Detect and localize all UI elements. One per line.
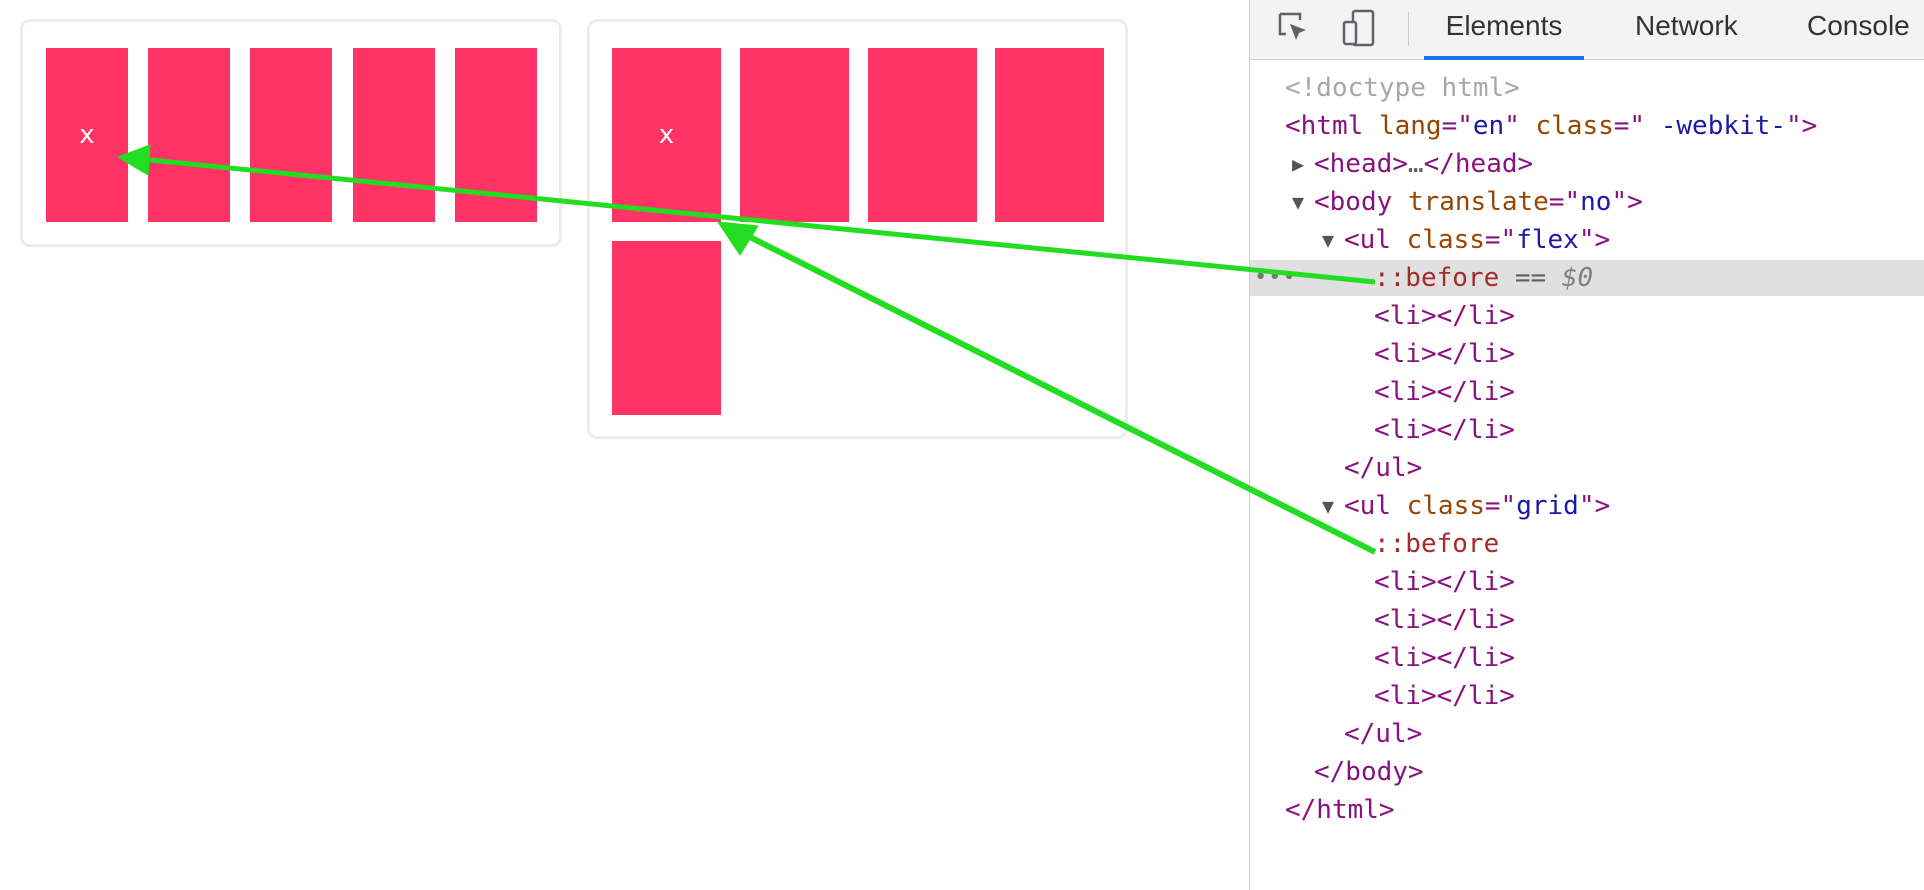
attr-name: lang <box>1378 111 1442 141</box>
pseudo-element: ::before <box>1374 263 1500 293</box>
head-open-tag: <head> <box>1314 149 1408 179</box>
grid-item-before: x <box>612 48 721 222</box>
grid-item <box>868 48 977 222</box>
collapse-triangle-icon[interactable]: ▼ <box>1322 228 1335 252</box>
dom-node-ul-flex[interactable]: ▼ <ul class="flex"> <box>1250 222 1924 258</box>
flex-item <box>250 48 332 222</box>
tab-console[interactable]: Console <box>1807 10 1910 41</box>
html-close-tag: </html> <box>1285 795 1395 825</box>
devtools-panel: Elements Network Console <!doctype html>… <box>1249 0 1924 890</box>
dom-node-li[interactable]: <li></li> <box>1250 640 1924 676</box>
more-options-icon[interactable]: ••• <box>1254 265 1297 290</box>
dom-node-li[interactable]: <li></li> <box>1250 412 1924 448</box>
grid-item <box>740 48 849 222</box>
collapse-triangle-icon[interactable]: ▼ <box>1322 494 1335 518</box>
flex-item <box>455 48 537 222</box>
dom-node-ul-grid[interactable]: ▼ <ul class="grid"> <box>1250 488 1924 524</box>
attr-name: class <box>1406 225 1485 255</box>
flex-item <box>353 48 435 222</box>
grid-list: x <box>587 19 1128 439</box>
body-close-tag: </body> <box>1314 757 1424 787</box>
attr-value: grid <box>1516 491 1579 521</box>
expand-triangle-icon[interactable]: ▶ <box>1292 152 1305 176</box>
tag-name: html <box>1300 111 1364 141</box>
toolbar-divider <box>1408 12 1409 46</box>
li-tag: <li></li> <box>1374 681 1515 711</box>
ul-close-tag: </ul> <box>1344 719 1423 749</box>
dom-node-ul-close[interactable]: </ul> <box>1250 716 1924 752</box>
equals-sign: == <box>1499 263 1562 293</box>
li-tag: <li></li> <box>1374 643 1515 673</box>
tab-elements[interactable]: Elements <box>1424 0 1584 60</box>
flex-list: x <box>20 19 562 247</box>
dom-node-li[interactable]: <li></li> <box>1250 564 1924 600</box>
dom-node-head[interactable]: ▶ <head>…</head> <box>1250 146 1924 182</box>
dom-node-body-close[interactable]: </body> <box>1250 754 1924 790</box>
tag-name: body <box>1329 187 1393 217</box>
li-tag: <li></li> <box>1374 567 1515 597</box>
dom-node-li[interactable]: <li></li> <box>1250 336 1924 372</box>
attr-name: translate <box>1407 187 1549 217</box>
li-tag: <li></li> <box>1374 339 1515 369</box>
attr-value: -webkit- <box>1645 111 1786 141</box>
console-var: $0 <box>1561 263 1594 293</box>
dom-node-li[interactable]: <li></li> <box>1250 678 1924 714</box>
pseudo-element: ::before <box>1374 529 1500 559</box>
dom-node-ul-close[interactable]: </ul> <box>1250 450 1924 486</box>
li-tag: <li></li> <box>1374 605 1515 635</box>
dom-node-doctype[interactable]: <!doctype html> <box>1250 70 1924 106</box>
attr-value: en <box>1472 111 1505 141</box>
attr-value: no <box>1580 187 1612 217</box>
attr-value: flex <box>1516 225 1579 255</box>
head-close-tag: </head> <box>1423 149 1534 179</box>
doctype-text: <!doctype html> <box>1285 73 1520 103</box>
dom-node-body[interactable]: ▼ <body translate="no"> <box>1250 184 1924 220</box>
li-tag: <li></li> <box>1374 415 1515 445</box>
ul-close-tag: </ul> <box>1344 453 1423 483</box>
dom-node-li[interactable]: <li></li> <box>1250 374 1924 410</box>
tag-name: ul <box>1359 491 1391 521</box>
attr-name: class <box>1535 111 1614 141</box>
flex-item <box>148 48 230 222</box>
tab-network[interactable]: Network <box>1635 10 1738 41</box>
device-toolbar-icon[interactable] <box>1339 8 1379 48</box>
collapse-triangle-icon[interactable]: ▼ <box>1292 190 1305 214</box>
grid-item <box>995 48 1104 222</box>
li-tag: <li></li> <box>1374 301 1515 331</box>
dom-node-before[interactable]: ::before <box>1250 526 1924 562</box>
dom-node-li[interactable]: <li></li> <box>1250 298 1924 334</box>
dom-node-li[interactable]: <li></li> <box>1250 602 1924 638</box>
tag-name: ul <box>1359 225 1391 255</box>
dom-node-html[interactable]: <html lang="en" class=" -webkit-"> <box>1285 111 1818 141</box>
devtools-toolbar: Elements Network Console <box>1250 0 1924 60</box>
dom-node-html-close[interactable]: </html> <box>1250 792 1924 828</box>
flex-item-before: x <box>46 48 128 222</box>
page-viewport: x x <box>20 19 1128 439</box>
li-tag: <li></li> <box>1374 377 1515 407</box>
grid-item <box>612 241 721 415</box>
attr-name: class <box>1406 491 1485 521</box>
dom-node-before-selected[interactable]: ••• ::before == $0 <box>1250 260 1924 296</box>
cursor-select-icon[interactable] <box>1274 8 1314 48</box>
head-ellipsis: … <box>1407 149 1424 179</box>
